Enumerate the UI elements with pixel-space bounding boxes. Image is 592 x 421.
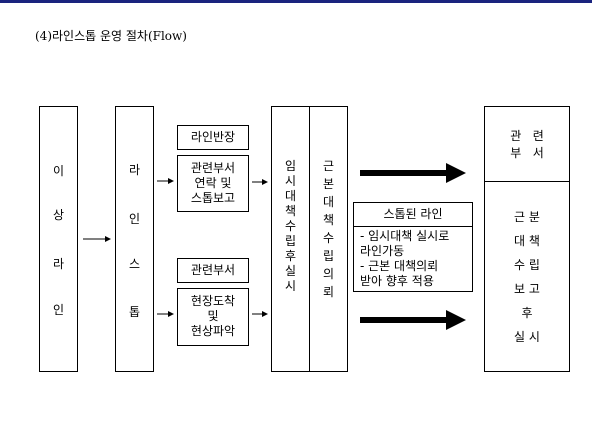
root-cause-box: 근 본 대 책 수 립 의 뢰 (309, 106, 348, 372)
line-stop-char: 라 (128, 163, 141, 177)
arrow-stop-to-notify (157, 178, 174, 184)
stopped-line-item: 받아 향후 적용 (360, 274, 434, 288)
abnormal-line-box: 이 상 라 인 (39, 106, 78, 372)
stopped-line-item: - 임시대책 실시로 (360, 229, 450, 243)
notify-line: 연락 및 (194, 176, 232, 190)
dept-action-line: 수 립 (514, 258, 540, 272)
dept-header-line: 관 련 (510, 129, 544, 143)
onsite-line: 현상파악 (190, 324, 236, 338)
top-accent-bar (0, 0, 592, 3)
big-arrow-top (360, 163, 466, 183)
arrow-notify-to-temp (252, 179, 268, 185)
line-stop-box: 라 인 스 톱 (115, 106, 154, 372)
notify-line: 관련부서 (190, 161, 236, 175)
line-leader-label: 라인반장 (190, 130, 236, 144)
page-title: (4)라인스톱 운영 절차(Flow) (35, 29, 187, 43)
abnormal-line-char: 라 (52, 257, 65, 271)
temp-measure-char: 실 (284, 264, 297, 278)
dept-action-line: 근 분 (514, 210, 540, 224)
arrow-stop-to-onsite (157, 311, 174, 317)
line-stop-char: 톱 (128, 305, 141, 319)
root-cause-char: 뢰 (322, 285, 335, 299)
dept-action-line: 실 시 (514, 330, 540, 344)
abnormal-line-char: 인 (52, 303, 65, 317)
dept-action-line: 보 고 (514, 282, 540, 296)
dept-header-line: 부 서 (510, 146, 544, 160)
root-cause-char: 책 (322, 213, 335, 227)
temp-measure-char: 책 (284, 204, 297, 218)
dept-action-line: 대 책 (514, 234, 540, 248)
line-stop-char: 스 (128, 257, 141, 271)
root-cause-char: 근 (322, 159, 335, 173)
stopped-line-title: 스톱된 라인 (383, 207, 443, 221)
root-cause-char: 본 (322, 177, 335, 191)
onsite-line: 현장도착 (190, 294, 236, 308)
onsite-box: 현장도착 및 현상파악 (177, 288, 249, 346)
dept-action-box: 근 분 대 책 수 립 보 고 후 실 시 (484, 181, 570, 372)
root-cause-char: 립 (322, 249, 335, 263)
onsite-line: 및 (207, 309, 219, 323)
temp-measure-char: 립 (284, 234, 297, 248)
temp-measure-char: 임 (284, 159, 297, 173)
line-leader-box: 라인반장 (177, 125, 249, 150)
dept-header-box: 관 련 부 서 (484, 106, 570, 182)
stopped-line-item: - 근본 대책의뢰 (360, 259, 439, 273)
arrow-abnormal-to-stop (83, 236, 111, 242)
dept-action-line: 후 (521, 306, 533, 320)
arrow-onsite-to-temp (252, 311, 268, 317)
temp-measure-box: 임 시 대 책 수 립 후 실 시 (271, 106, 310, 372)
stopped-line-detail-box: - 임시대책 실시로 라인가동 - 근본 대책의뢰 받아 향후 적용 (353, 226, 473, 292)
abnormal-line-char: 이 (52, 164, 65, 178)
temp-measure-char: 후 (284, 249, 297, 263)
temp-measure-char: 시 (284, 279, 297, 293)
root-cause-char: 대 (322, 195, 335, 209)
root-cause-char: 수 (322, 231, 335, 245)
related-dept-label: 관련부서 (190, 263, 236, 277)
line-stop-char: 인 (128, 212, 141, 226)
temp-measure-char: 수 (284, 219, 297, 233)
notify-line: 스톱보고 (190, 191, 236, 205)
stopped-line-title-box: 스톱된 라인 (353, 202, 473, 227)
big-arrow-bottom (360, 310, 466, 330)
temp-measure-char: 대 (284, 189, 297, 203)
abnormal-line-char: 상 (52, 208, 65, 222)
notify-box: 관련부서 연락 및 스톱보고 (177, 155, 249, 212)
stopped-line-item: 라인가동 (360, 244, 405, 258)
root-cause-char: 의 (322, 267, 335, 281)
related-dept-box: 관련부서 (177, 258, 249, 283)
temp-measure-char: 시 (284, 174, 297, 188)
